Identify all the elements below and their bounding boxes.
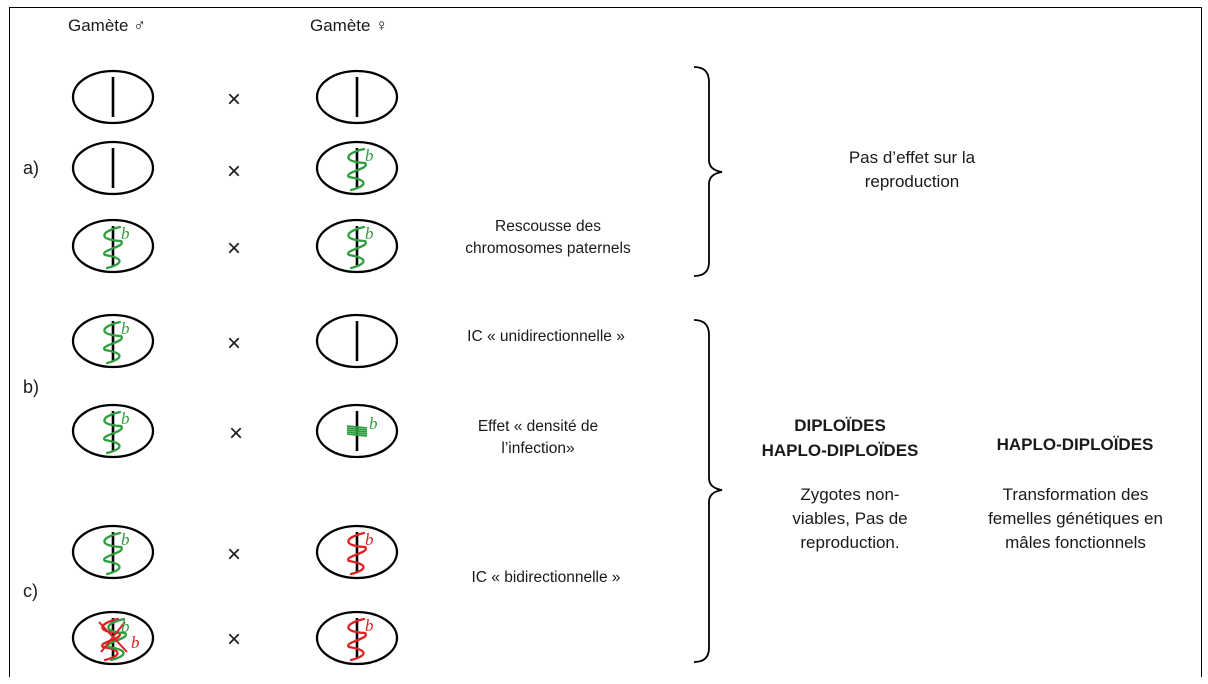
male-gamete-2 <box>71 140 155 196</box>
svg-text:b: b <box>121 319 130 338</box>
svg-text:b: b <box>365 616 374 635</box>
svg-text:b: b <box>131 633 140 652</box>
female-gamete-4 <box>315 313 399 369</box>
diploid-title: DIPLOÏDES HAPLO-DIPLOÏDES <box>761 416 919 460</box>
cross-symbol-4: × <box>227 330 242 357</box>
note-ic-unidirectional: IC « unidirectionnelle » <box>467 328 625 345</box>
cross-symbol-7: × <box>227 626 242 653</box>
cross-symbol-1: × <box>227 86 242 113</box>
row-label-b: b) <box>23 377 40 397</box>
male-gamete-4: b <box>71 313 155 369</box>
female-gamete-6: b <box>315 524 399 580</box>
female-gamete-2: b <box>315 140 399 196</box>
svg-text:b: b <box>369 414 378 433</box>
svg-text:b: b <box>121 224 130 243</box>
haplo-outcome-text: Transformation des femelles génétiques e… <box>988 485 1163 552</box>
diploid-outcome-text: Zygotes non- viables, Pas de reproductio… <box>792 485 908 552</box>
svg-text:b: b <box>365 530 374 549</box>
haplo-title: HAPLO-DIPLOÏDES <box>996 435 1154 454</box>
male-gamete-5: b <box>71 403 155 459</box>
svg-text:b: b <box>121 530 130 549</box>
female-gamete-3: b <box>315 218 399 274</box>
female-gamete-1 <box>315 69 399 125</box>
row-label-a: a) <box>23 158 40 178</box>
note-infection-density: Effet « densité de l’infection» <box>477 418 599 457</box>
male-gamete-1 <box>71 69 155 125</box>
cross-symbol-3: × <box>227 235 242 262</box>
male-gamete-header: Gamète ♂ <box>68 16 146 35</box>
male-gamete-6: b <box>71 524 155 580</box>
cross-symbol-6: × <box>227 541 242 568</box>
cross-symbol-2: × <box>227 158 242 185</box>
male-gamete-7: bb <box>71 610 155 666</box>
female-gamete-7: b <box>315 610 399 666</box>
svg-text:b: b <box>121 409 130 428</box>
note-rescue: Rescousse des chromosomes paternels <box>465 218 631 257</box>
outcome-no-effect: Pas d’effet sur la reproduction <box>848 148 976 191</box>
svg-text:b: b <box>365 146 374 165</box>
female-gamete-5: b <box>315 403 399 459</box>
figure-frame <box>9 7 1202 677</box>
braces <box>693 66 723 663</box>
svg-text:b: b <box>365 224 374 243</box>
cross-symbol-5: × <box>229 420 244 447</box>
brace-no-effect <box>693 66 723 277</box>
note-ic-bidirectional: IC « bidirectionnelle » <box>471 569 621 586</box>
female-gamete-header: Gamète ♀ <box>310 16 388 35</box>
male-gamete-3: b <box>71 218 155 274</box>
svg-text:b: b <box>121 617 130 636</box>
row-label-c: c) <box>23 581 38 601</box>
brace-incompatibility <box>693 319 723 663</box>
